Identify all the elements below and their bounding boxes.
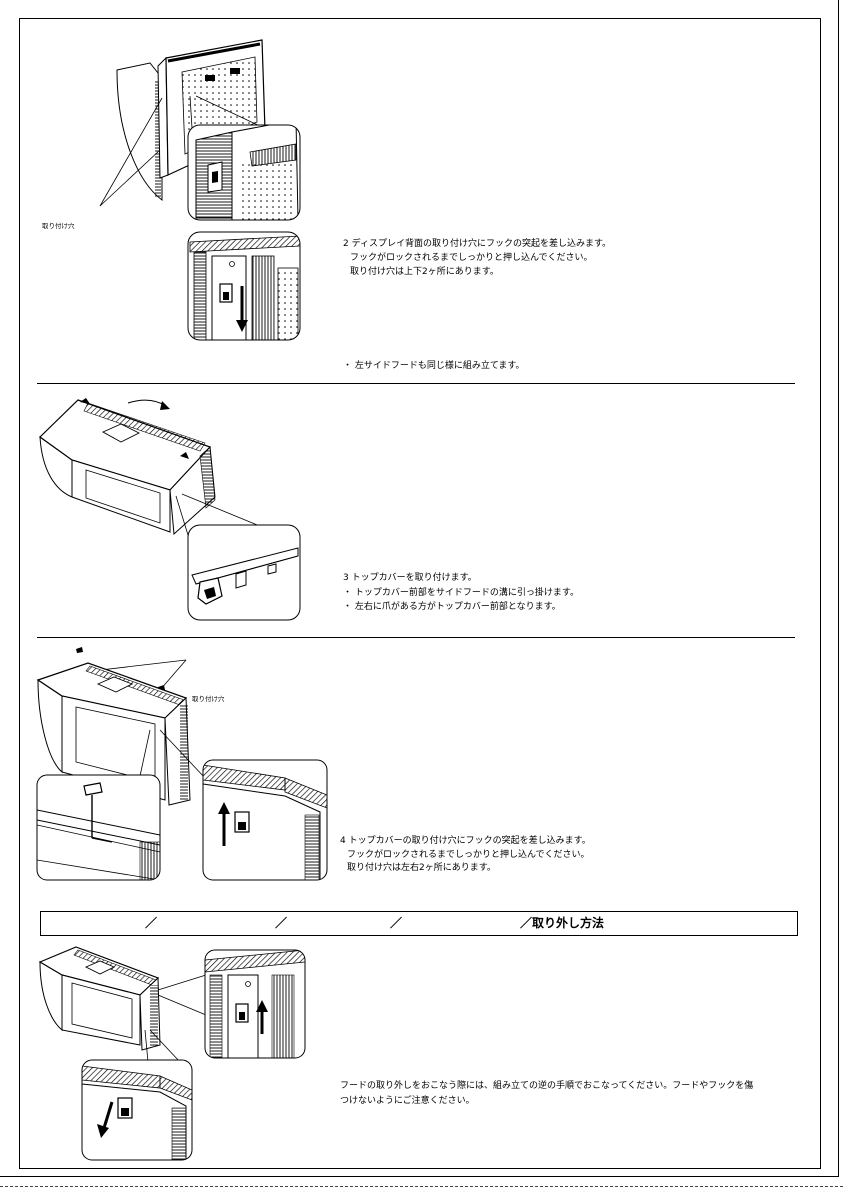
heading-title: ／取り外し方法 bbox=[520, 916, 605, 930]
page-frame bbox=[19, 18, 821, 1169]
mounting-hole-label: 取り付け穴 bbox=[42, 222, 75, 230]
step4-line-2: フックがロックされるまでしっかりと押し込んでください。 bbox=[347, 850, 590, 860]
step4-line-1: 4 トップカバーの取り付け穴にフックの突起を差し込みます。 bbox=[340, 836, 591, 846]
step2-line-3: 取り付け穴は上下2ヶ所にあります。 bbox=[350, 267, 499, 277]
heading-part: ／ bbox=[390, 916, 403, 930]
page-edge-right bbox=[838, 0, 839, 1177]
page-edge-bottom bbox=[0, 1176, 839, 1177]
step3-line-3: ・ 左右に爪がある方がトップカバー前部となります。 bbox=[343, 602, 561, 612]
step3-line-2: ・ トップカバー前部をサイドフードの溝に引っ掛けます。 bbox=[343, 588, 579, 598]
step3-line-1: 3 トップカバーを取り付けます。 bbox=[343, 573, 477, 583]
removal-heading: ／ ／ ／ ／取り外し方法 bbox=[40, 911, 798, 936]
section-divider bbox=[37, 383, 795, 384]
removal-line-1: フードの取り外しをおこなう際には、組み立ての逆の手順でおこなってください。フード… bbox=[340, 1081, 754, 1091]
section-divider bbox=[37, 637, 795, 638]
cut-line bbox=[0, 1186, 843, 1187]
removal-line-2: つけないようにご注意ください。 bbox=[340, 1096, 475, 1106]
step4-line-3: 取り付け穴は左右2ヶ所にあります。 bbox=[347, 863, 496, 873]
step2-note: ・ 左サイドフードも同じ様に組み立てます。 bbox=[343, 361, 525, 371]
mounting-hole-label: 取り付け穴 bbox=[192, 695, 225, 703]
step2-line-1: 2 ディスプレイ背面の取り付け穴にフックの突起を差し込みます。 bbox=[343, 239, 612, 249]
heading-part: ／ bbox=[275, 916, 288, 930]
step2-line-2: フックがロックされるまでしっかりと押し込んでください。 bbox=[350, 253, 593, 263]
heading-part: ／ bbox=[145, 916, 158, 930]
